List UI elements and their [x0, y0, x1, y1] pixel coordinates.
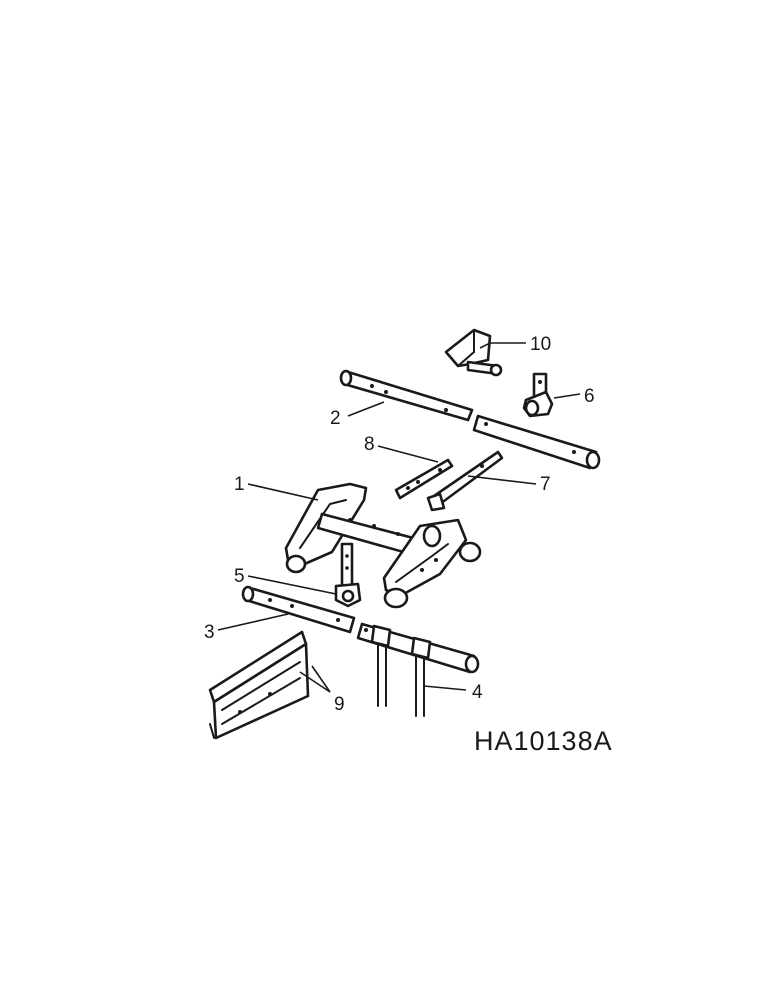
callout-6: 6 — [584, 386, 595, 407]
part-4-tube — [356, 622, 480, 717]
callout-10: 10 — [530, 334, 551, 355]
callout-3: 3 — [204, 622, 215, 643]
part-9-channel-plates — [208, 630, 310, 740]
part-5-clevis — [334, 542, 362, 608]
part-1-main-frame — [284, 482, 482, 609]
callout-8: 8 — [364, 434, 375, 455]
part-3-lower-tube — [241, 585, 356, 634]
callout-4: 4 — [472, 682, 483, 703]
callout-9: 9 — [334, 694, 345, 715]
callout-5: 5 — [234, 566, 245, 587]
part-10-bracket — [444, 328, 503, 377]
leader-lines — [217, 342, 581, 693]
callout-2: 2 — [330, 408, 341, 429]
part-6-clamp — [522, 372, 554, 418]
part-8-link — [394, 458, 454, 500]
callout-1: 1 — [234, 474, 245, 495]
part-7-link — [426, 450, 504, 512]
part-2-upper-tube — [339, 369, 601, 470]
figure-id: HA10138A — [474, 726, 613, 756]
callout-7: 7 — [540, 474, 551, 495]
callout-labels: 10 6 2 8 7 1 5 3 4 9 — [204, 334, 595, 715]
